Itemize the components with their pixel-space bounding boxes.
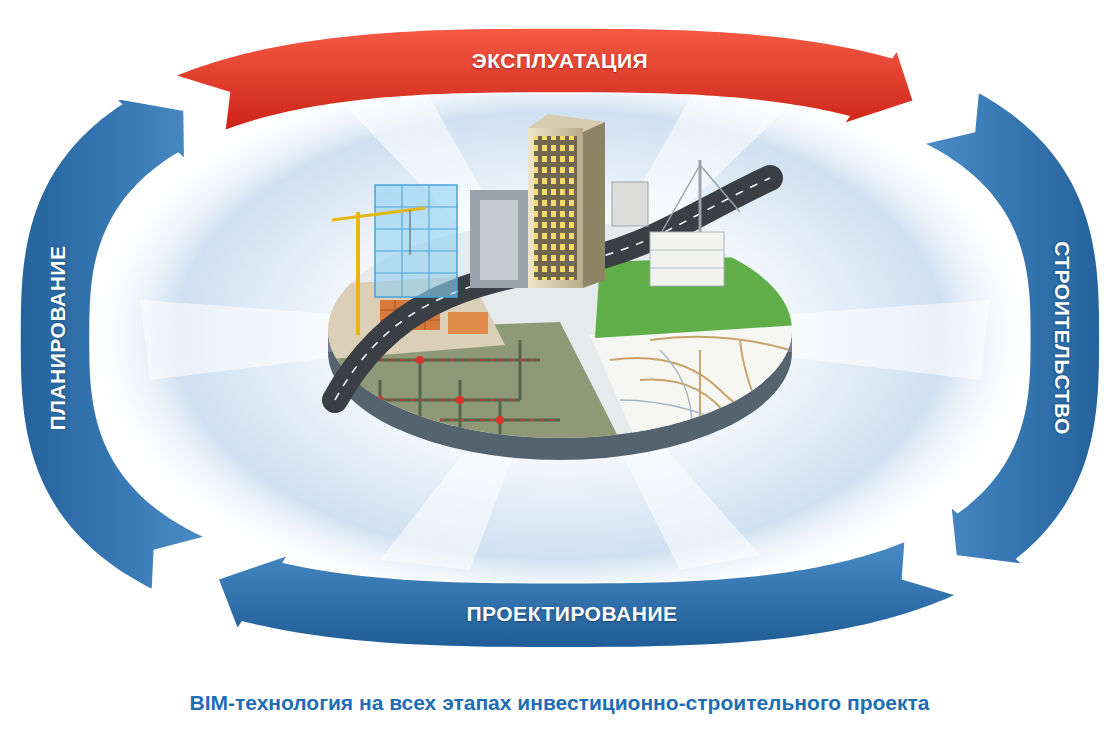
stage-label: ПРОЕКТИРОВАНИЕ — [466, 602, 677, 626]
grey-building — [470, 190, 528, 288]
glow — [80, 55, 1040, 615]
arrow-band — [924, 92, 1100, 565]
glass-building — [375, 185, 457, 297]
circuit-node — [456, 396, 464, 404]
circuit-lines — [360, 340, 560, 440]
arrow-band — [20, 98, 205, 590]
small-building — [612, 182, 648, 226]
grey-building — [480, 200, 518, 280]
crane — [356, 212, 360, 335]
stage-label: ЭКСПЛУАТАЦИЯ — [472, 49, 648, 73]
map-area — [590, 322, 800, 450]
tower-side — [583, 122, 605, 288]
glass-building — [375, 185, 457, 297]
brick-wall — [448, 312, 488, 334]
caption: BIM-технология на всех этапах инвестицио… — [189, 691, 929, 714]
circuit-node — [376, 396, 384, 404]
circuit-node — [496, 416, 504, 424]
caption-row: BIM-технология на всех этапах инвестицио… — [0, 690, 1119, 716]
stage-band: СТРОИТЕЛЬСТВО — [922, 90, 1102, 567]
tower — [528, 128, 583, 288]
crane — [332, 208, 425, 220]
stage-band: ПРОЕКТИРОВАНИЕ — [216, 539, 959, 650]
arrow-band — [175, 28, 913, 131]
stage-label: ПЛАНИРОВАНИЕ — [46, 246, 70, 431]
circuit-node — [416, 356, 424, 364]
stage-label: СТРОИТЕЛЬСТВО — [1050, 241, 1074, 435]
arrow-band — [218, 541, 956, 648]
stage-band: ЭКСПЛУАТАЦИЯ — [173, 26, 915, 133]
low-building — [650, 232, 724, 286]
low-building — [650, 250, 724, 268]
circuit-lines — [360, 360, 560, 420]
map-roads — [610, 337, 800, 450]
crane-cable — [410, 210, 411, 255]
bridge-cable — [660, 165, 740, 235]
band-shape — [173, 26, 915, 133]
bridge-pylon — [699, 160, 702, 240]
band-shape — [922, 90, 1102, 567]
tower-windows — [534, 136, 577, 280]
stage-band: ПЛАНИРОВАНИЕ — [18, 96, 207, 592]
map-roads — [620, 350, 760, 450]
band-shape — [216, 539, 959, 650]
